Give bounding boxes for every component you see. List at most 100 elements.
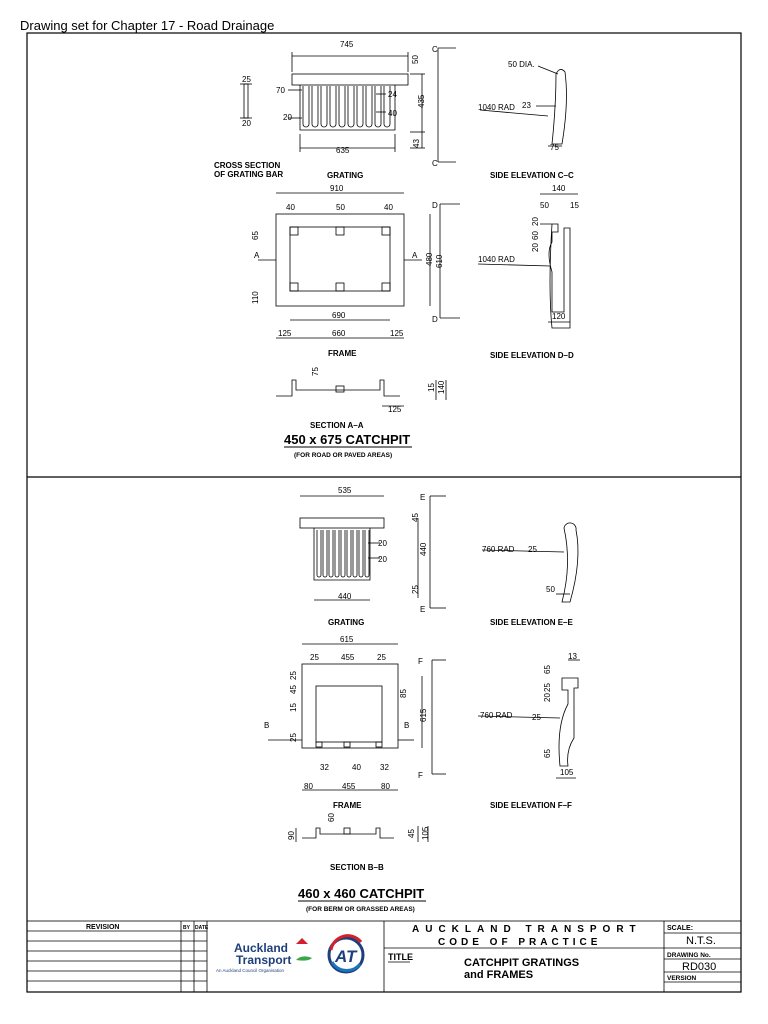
dim-690: 690: [332, 311, 346, 320]
e-50: 50: [546, 585, 555, 594]
date-label: DATE: [195, 925, 209, 931]
d-60: 60: [531, 231, 540, 240]
label-side-e: SIDE ELEVATION E–E: [490, 618, 573, 627]
dim-40: 40: [388, 109, 397, 118]
dim-910: 910: [330, 184, 344, 193]
label-frame-b: FRAME: [333, 801, 362, 810]
drawing-no-value: RD030: [682, 961, 716, 973]
c-dia: 50 DIA.: [508, 60, 535, 69]
dim-440v: 440: [419, 542, 428, 556]
dim-635: 635: [336, 146, 350, 155]
dim-85: 85: [399, 689, 408, 698]
side-elevation-d: [477, 193, 578, 329]
dim-25c: 25: [289, 671, 298, 680]
dim-80b: 80: [381, 782, 390, 791]
b-105: 105: [421, 826, 430, 840]
logo-text-2: Transport: [236, 953, 291, 967]
dim-80a: 80: [304, 782, 313, 791]
top-subtitle: (FOR ROAD OR PAVED AREAS): [294, 452, 392, 459]
at-logo-icon: [327, 936, 365, 974]
label-bar-2: OF GRATING BAR: [214, 170, 283, 179]
b-45: 45: [407, 829, 416, 838]
dim-65: 65: [251, 231, 260, 240]
dim-745: 745: [340, 40, 354, 49]
drawing-title-1: CATCHPIT GRATINGS: [464, 957, 579, 969]
d-15: 15: [570, 201, 579, 210]
d-20b: 20: [531, 243, 540, 252]
label-side-f: SIDE ELEVATION F–F: [490, 801, 572, 810]
label-section-a: SECTION A–A: [310, 421, 364, 430]
label-side-d: SIDE ELEVATION D–D: [490, 351, 574, 360]
f-13: 13: [568, 652, 577, 661]
top-grating-plan: [288, 47, 456, 163]
dim-20: 20: [283, 113, 292, 122]
dim-20b: 20: [378, 555, 387, 564]
dim-40a: 40: [286, 203, 295, 212]
side-elevation-c: [479, 65, 567, 147]
org-line-1: AUCKLAND TRANSPORT: [412, 924, 642, 935]
dim-25: 25: [411, 585, 420, 594]
label-grating-b: GRATING: [328, 618, 364, 627]
dim-125b: 125: [390, 329, 404, 338]
by-label: BY: [183, 925, 191, 931]
dim-455b: 455: [342, 782, 356, 791]
logo-green-mark: [296, 956, 312, 961]
version-label: VERSION: [667, 975, 697, 982]
dim-50-frame: 50: [336, 203, 345, 212]
drawing-no-label: DRAWING No.: [667, 952, 711, 959]
side-elevation-e: [481, 522, 579, 603]
logo-text-1: Auckland: [234, 941, 288, 955]
f-rad: 760 RAD: [480, 711, 513, 720]
scale-value: N.T.S.: [686, 935, 716, 947]
c-23: 23: [522, 101, 531, 110]
dim-535: 535: [338, 486, 352, 495]
cut-f-top: F: [418, 657, 423, 666]
f-20: 20: [543, 693, 552, 702]
cut-c-top: C: [432, 45, 438, 54]
cut-b-right: B: [404, 721, 409, 730]
grating-bar-section: [240, 83, 252, 119]
label-side-c: SIDE ELEVATION C–C: [490, 171, 574, 180]
title-label: TITLE: [388, 952, 413, 962]
org-line-2: CODE OF PRACTICE: [438, 937, 601, 948]
dim-50: 50: [411, 55, 420, 64]
a-125: 125: [388, 405, 402, 414]
dim-20a: 20: [378, 539, 387, 548]
cut-d-top: D: [432, 201, 438, 210]
c-rad: 1040 RAD: [478, 103, 515, 112]
dim-660: 660: [332, 329, 346, 338]
dim-25d: 25: [289, 733, 298, 742]
dim-25a: 25: [310, 653, 319, 662]
a-75: 75: [311, 367, 320, 376]
top-frame-plan: [258, 192, 460, 339]
dim-40b: 40: [384, 203, 393, 212]
dim-615: 615: [340, 635, 354, 644]
sheet-border: [26, 32, 742, 993]
dim-455: 455: [341, 653, 355, 662]
e-25: 25: [528, 545, 537, 554]
dim-435: 435: [417, 94, 426, 108]
label-bar-1: CROSS SECTION: [214, 161, 280, 170]
d-50: 50: [540, 201, 549, 210]
logo-subtext: An Auckland Council Organisation: [216, 968, 285, 973]
b-60: 60: [327, 813, 336, 822]
bottom-grating-plan: [299, 495, 446, 609]
dim-615v: 615: [419, 708, 428, 722]
bottom-frame-plan: [268, 643, 446, 791]
dim-43: 43: [412, 139, 421, 148]
dim-40-frame: 40: [352, 763, 361, 772]
label-grating: GRATING: [327, 171, 363, 180]
cut-e-bottom: E: [420, 605, 425, 614]
dim-32b: 32: [380, 763, 389, 772]
dim-110: 110: [251, 291, 260, 304]
revision-label: REVISION: [86, 924, 119, 931]
f-105: 105: [560, 768, 574, 777]
c-75: 75: [550, 143, 559, 152]
cut-b-left: B: [264, 721, 269, 730]
cut-f-bottom: F: [418, 771, 423, 780]
label-section-b: SECTION B–B: [330, 863, 384, 872]
logo-red-mark: [296, 938, 308, 944]
scale-label: SCALE:: [667, 925, 693, 932]
f-65b: 65: [543, 749, 552, 758]
